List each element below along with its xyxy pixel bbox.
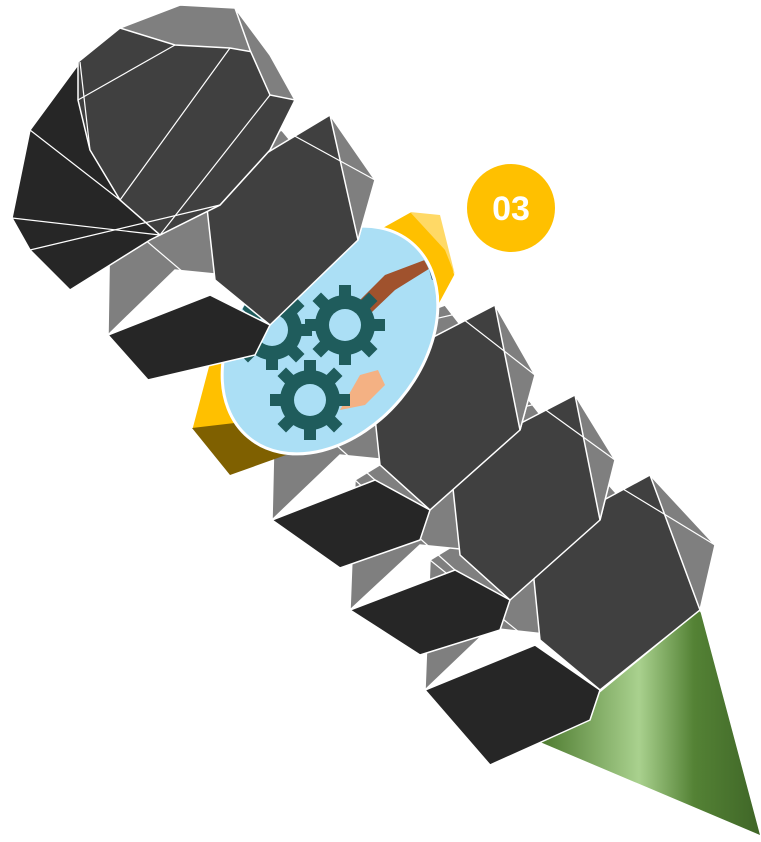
screw-segment-5 — [348, 394, 616, 656]
screw-tip — [540, 610, 760, 835]
step-badge: 03 — [467, 164, 555, 252]
screw-head — [11, 4, 297, 291]
step-badge-label: 03 — [492, 190, 530, 228]
